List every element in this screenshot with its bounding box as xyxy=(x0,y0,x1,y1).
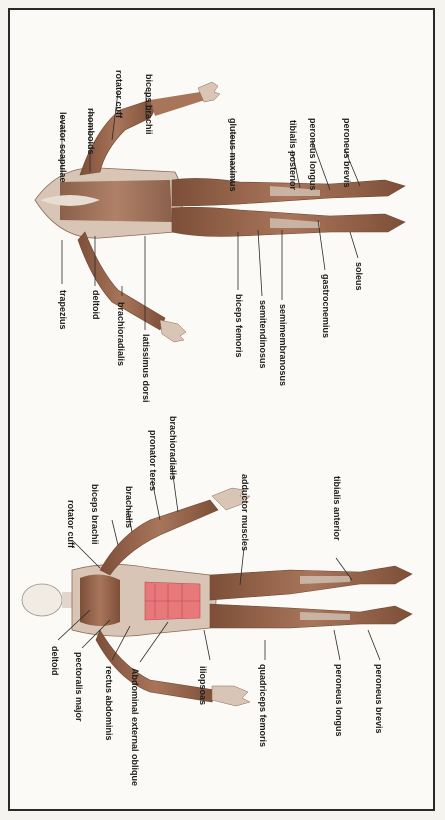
label-peroneus-brevis-back: peroneus brevis xyxy=(342,118,352,188)
label-peroneus-longus-front: peroneus longus xyxy=(334,664,344,737)
label-abdominal-external-oblique: Abdominal external oblique xyxy=(130,668,140,786)
label-brachioradialis-back: brachioradialis xyxy=(116,302,126,366)
label-levator-scapulae: levator scapulae xyxy=(58,112,68,183)
label-deltoid-front: deltoid xyxy=(50,646,60,676)
label-biceps-brachii-front: biceps brachii xyxy=(90,484,100,545)
label-pectoralis-major: pectoralis major xyxy=(74,652,84,722)
label-rectus-abdominis: rectus abdominis xyxy=(104,666,114,741)
label-brachioradialis-front: brachioradialis xyxy=(168,416,178,480)
label-peroneus-longus-back: peroneus longus xyxy=(308,118,318,191)
label-adductor-muscles: adductor muscles xyxy=(240,474,250,551)
label-gastrocnemius: gastrocnemius xyxy=(321,274,331,338)
label-iliopsoas: iliopsoas xyxy=(198,666,208,705)
label-semitendinosus: semitendinosus xyxy=(258,300,268,369)
label-tibialis-posterior: tibialis posterior xyxy=(288,120,298,191)
label-latissimus-dorsi: latissimus dorsi xyxy=(141,334,151,403)
label-peroneus-brevis-front: peroneus brevis xyxy=(374,664,384,734)
label-trapezius: trapezius xyxy=(58,290,68,330)
label-pronator-teres: pronator teres xyxy=(148,430,158,491)
label-rhomboids: rhomboids xyxy=(86,108,96,155)
label-gluteus-maximus: gluteus maximus xyxy=(228,118,238,192)
label-semimembranosus: semimembranosus xyxy=(278,304,288,386)
label-rotator-cuff: rotator cuff xyxy=(114,70,124,119)
label-soleus: soleus xyxy=(354,262,364,291)
label-brachialis: brachialis xyxy=(124,486,134,528)
label-biceps-femoris: biceps femoris xyxy=(234,294,244,358)
label-quadriceps-femoris: quadriceps femoris xyxy=(258,664,268,747)
label-deltoid-back: deltoid xyxy=(91,290,101,320)
label-biceps-brachii: biceps brachii xyxy=(144,74,154,135)
label-tibialis-anterior: tibialis anterior xyxy=(332,476,342,541)
label-rotator-cuff-front: rotator cuff xyxy=(66,500,76,549)
